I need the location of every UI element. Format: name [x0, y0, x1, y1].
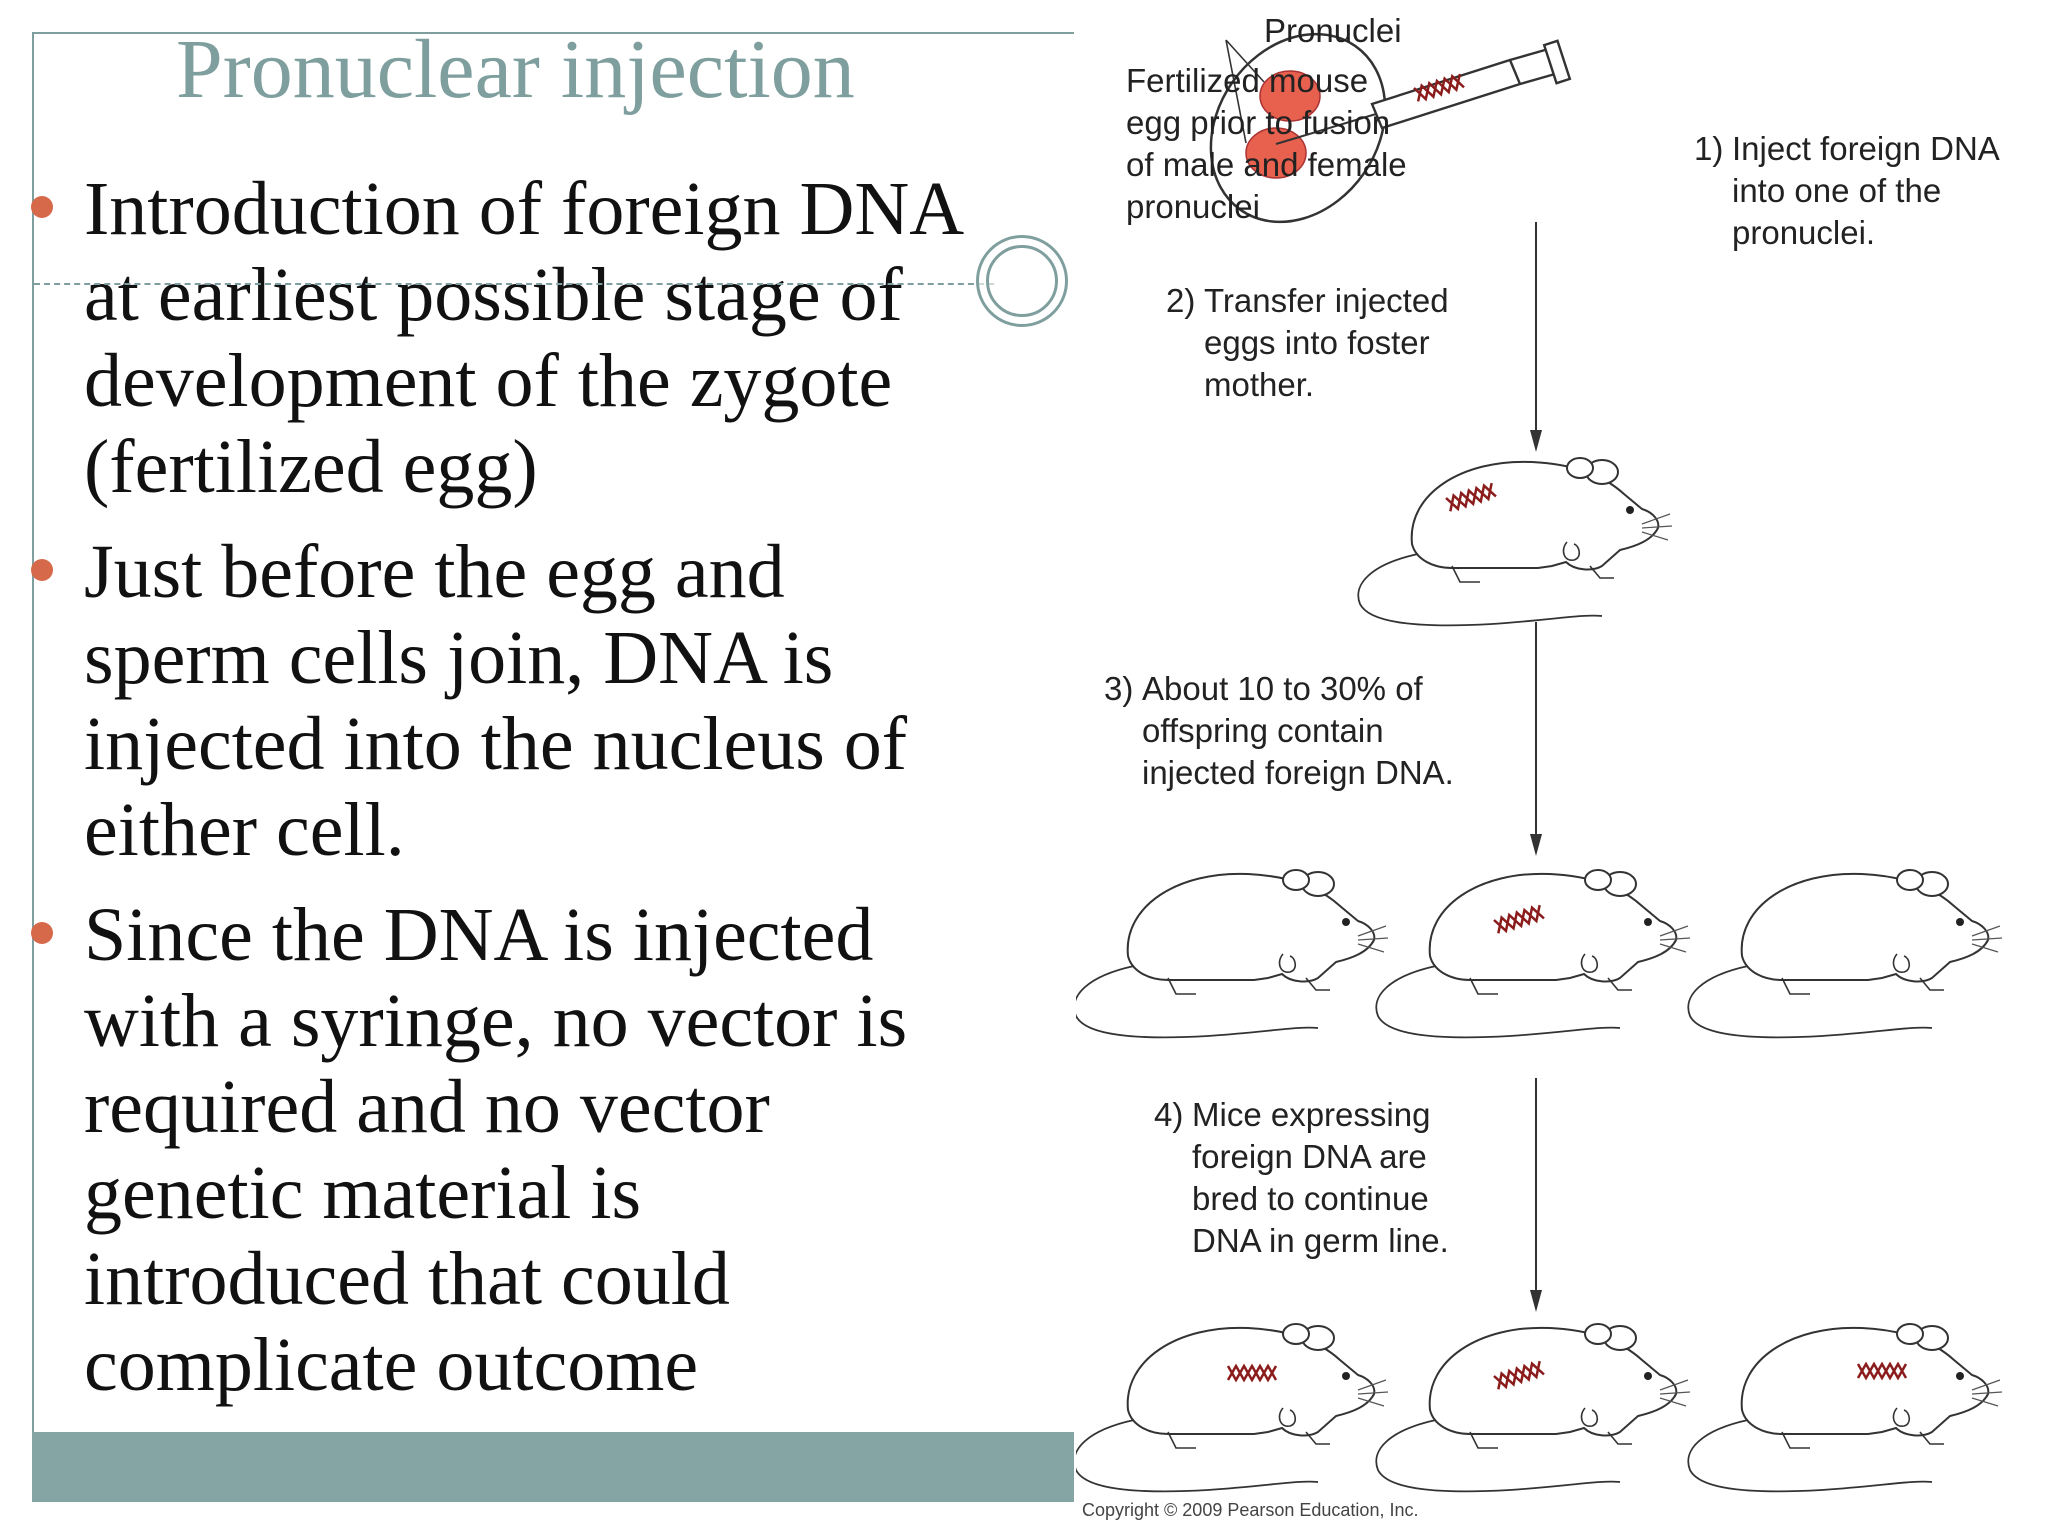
egg-label: Fertilized mouse egg prior to fusion of … — [1126, 60, 1407, 228]
bullet-line: sperm cells join, DNA is — [84, 616, 834, 700]
bullet-line: either cell. — [84, 788, 405, 872]
bullet-line: development of the zygote — [84, 339, 893, 423]
transgenic-mouse-diagram: Pronuclei Fertilized mouse egg prior to … — [1076, 0, 2048, 1536]
frame-left-line — [32, 32, 34, 1502]
bullet-line: introduced that could — [84, 1237, 730, 1321]
step-3-line: injected foreign DNA. — [1142, 754, 1454, 791]
step-2-label: 2) Transfer injected eggs into foster mo… — [1166, 280, 1449, 406]
bullet-item: Introduction of foreign DNA at earliest … — [84, 166, 1094, 510]
bullet-line: complicate outcome — [84, 1323, 699, 1407]
bullet-item: Just before the egg and sperm cells join… — [84, 529, 1094, 873]
step-3-label: 3) About 10 to 30% of offspring contain … — [1104, 668, 1454, 794]
step-1-line: into one of the — [1732, 172, 1942, 209]
syringe-icon — [1275, 39, 1572, 145]
arrow-heads — [1530, 430, 1542, 1312]
step-1-label: 1) Inject foreign DNA into one of the pr… — [1694, 128, 2000, 254]
bullet-line: genetic material is — [84, 1151, 642, 1235]
egg-label-line: Fertilized mouse — [1126, 62, 1369, 99]
step-3-number: 3) — [1104, 670, 1134, 707]
step-4-label: 4) Mice expressing foreign DNA are bred … — [1154, 1094, 1449, 1262]
bullet-marker — [31, 559, 53, 581]
footer-bar — [32, 1432, 1074, 1502]
bred-mouse-transgenic — [1076, 1323, 1389, 1493]
bullet-line: Introduction of foreign DNA — [84, 167, 965, 251]
frame-top-line — [32, 32, 1074, 34]
dashed-divider — [34, 283, 994, 285]
step-3-line: About 10 to 30% of — [1142, 670, 1423, 707]
bullet-line: with a syringe, no vector is — [84, 979, 908, 1063]
diagram-graphics — [1076, 32, 2003, 1493]
step-2-line: Transfer injected — [1204, 282, 1449, 319]
step-3-line: offspring contain — [1142, 712, 1384, 749]
bullet-line: Just before the egg and — [84, 530, 785, 614]
step-2-line: eggs into foster — [1204, 324, 1430, 361]
foster-mother-mouse — [1357, 457, 1673, 627]
pronucleus-male — [1259, 70, 1321, 122]
bred-mouse-transgenic — [1687, 1323, 2003, 1493]
offspring-mouse — [1687, 869, 2003, 1039]
pronuclei-pointer — [1225, 39, 1265, 144]
egg-label-line: egg prior to fusion — [1126, 104, 1391, 141]
bullet-line: (fertilized egg) — [84, 425, 538, 509]
step-1-number: 1) — [1694, 130, 1724, 167]
step-4-line: bred to continue — [1192, 1180, 1429, 1217]
bullet-marker — [31, 922, 53, 944]
bred-mouse-transgenic — [1375, 1323, 1691, 1493]
copyright-notice: Copyright © 2009 Pearson Education, Inc. — [1082, 1500, 1419, 1520]
egg-label-line: of male and female — [1126, 146, 1407, 183]
step-4-line: DNA in germ line. — [1192, 1222, 1449, 1259]
offspring-mouse-transgenic — [1375, 869, 1691, 1039]
bullet-line: at earliest possible stage of — [84, 253, 903, 337]
step-1-line: pronuclei. — [1732, 214, 1876, 251]
step-4-line: Mice expressing — [1192, 1096, 1431, 1133]
decorative-circle — [976, 235, 1068, 327]
step-2-number: 2) — [1166, 282, 1196, 319]
bullet-line: injected into the nucleus of — [84, 702, 908, 786]
pronuclei-label: Pronuclei — [1264, 12, 1402, 49]
step-4-number: 4) — [1154, 1096, 1184, 1133]
egg-label-line: pronuclei — [1126, 188, 1260, 225]
step-2-line: mother. — [1204, 366, 1315, 403]
bullet-marker — [31, 196, 53, 218]
bullet-line: Since the DNA is injected — [84, 893, 874, 977]
step-1-line: Inject foreign DNA — [1732, 130, 2000, 167]
bullet-item: Since the DNA is injected with a syringe… — [84, 892, 1094, 1408]
fertilized-egg — [1209, 32, 1387, 224]
step-4-line: foreign DNA are — [1192, 1138, 1427, 1175]
bullet-list: Introduction of foreign DNA at earliest … — [0, 0, 1080, 1420]
slide-title: Pronuclear injection — [176, 23, 855, 116]
offspring-mouse — [1076, 869, 1389, 1039]
bullet-line: required and no vector — [84, 1065, 770, 1149]
